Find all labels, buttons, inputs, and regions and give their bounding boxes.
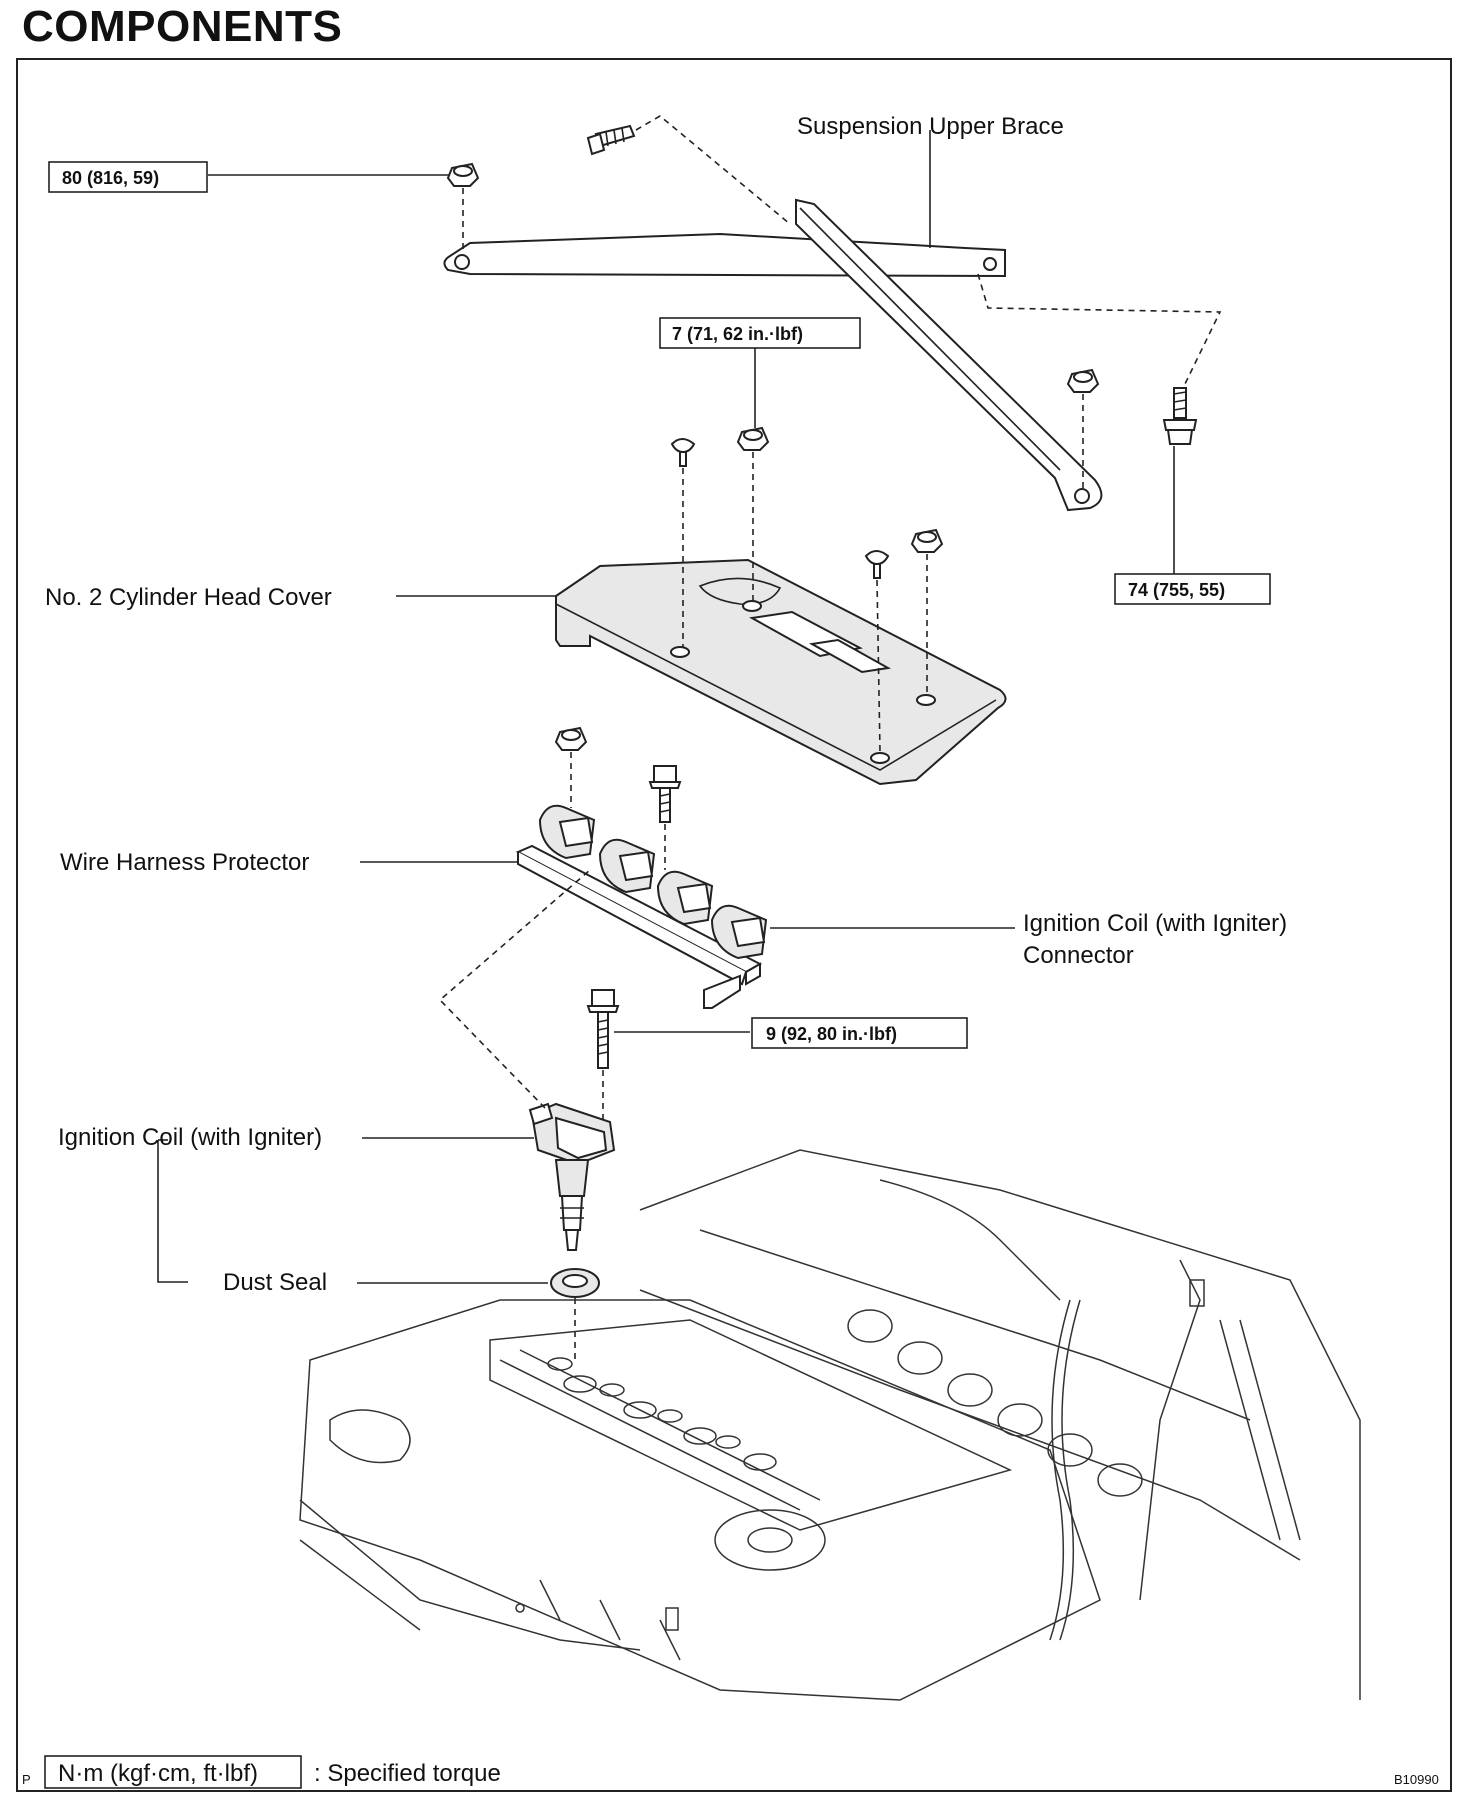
- torque-box-cover-nut: 7 (71, 62 in.·lbf): [659, 317, 861, 349]
- cover-clip-left: [670, 438, 696, 467]
- torque-box-brace-nut-left: 80 (816, 59): [48, 161, 208, 193]
- torque-box-brace-bolt-right: 74 (755, 55): [1114, 573, 1271, 605]
- torque-box-coil-bolt: 9 (92, 80 in.·lbf): [751, 1017, 968, 1049]
- protector-bolt: [648, 765, 682, 823]
- protector-nut: [554, 726, 588, 751]
- diagram-frame: [16, 58, 1452, 1792]
- brace-bolt-upper: [586, 124, 636, 156]
- brace-nut-right: [1066, 368, 1100, 393]
- corner-mark-left: P: [22, 1772, 31, 1787]
- label-ignition-coil-connector-line2: Connector: [1023, 942, 1134, 969]
- legend: N·m (kgf·cm, ft·lbf) : Specified torque: [44, 1755, 501, 1789]
- brace-bolt-right: [1162, 387, 1198, 445]
- cover-nut-right: [910, 528, 944, 553]
- wire-harness-protector: [515, 804, 768, 1009]
- label-ignition-coil-connector-line1: Ignition Coil (with Igniter): [1023, 910, 1287, 937]
- figure-code: B10990: [1394, 1772, 1439, 1787]
- coil-bolt: [586, 989, 620, 1069]
- label-ignition-coil: Ignition Coil (with Igniter): [58, 1124, 322, 1151]
- label-no2-cylinder-head-cover: No. 2 Cylinder Head Cover: [45, 584, 332, 611]
- label-dust-seal: Dust Seal: [223, 1269, 327, 1296]
- page-title: COMPONENTS: [22, 2, 343, 51]
- suspension-upper-brace: [443, 198, 1103, 512]
- no2-cylinder-head-cover: [555, 558, 1007, 786]
- legend-description: : Specified torque: [314, 1760, 501, 1787]
- torque-cover-nut: 7 (71, 62 in.·lbf): [672, 324, 803, 344]
- brace-nut-left: [446, 162, 480, 187]
- torque-brace-bolt-right: 74 (755, 55): [1128, 580, 1225, 600]
- legend-unit-box: N·m (kgf·cm, ft·lbf): [58, 1760, 258, 1787]
- torque-brace-nut-left: 80 (816, 59): [62, 168, 159, 188]
- label-wire-harness-protector: Wire Harness Protector: [60, 849, 309, 876]
- label-suspension-upper-brace: Suspension Upper Brace: [797, 113, 1064, 140]
- engine-assembly: [299, 1149, 1361, 1701]
- dust-seal: [550, 1268, 600, 1298]
- ignition-coil: [528, 1102, 616, 1251]
- cover-nut: [736, 426, 770, 451]
- cover-clip-right: [864, 550, 890, 579]
- torque-coil-bolt: 9 (92, 80 in.·lbf): [766, 1024, 897, 1044]
